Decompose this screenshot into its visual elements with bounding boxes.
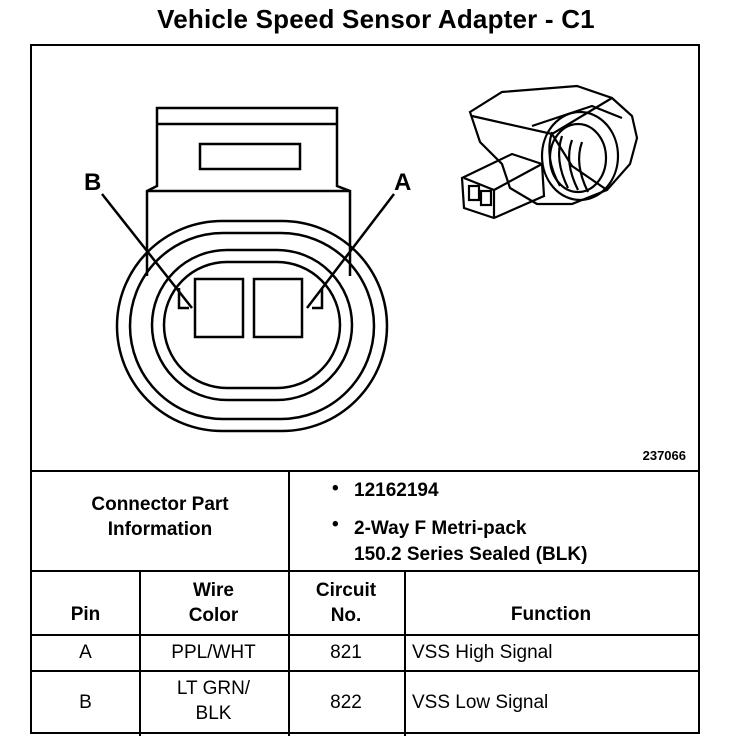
page-title: Vehicle Speed Sensor Adapter - C1 <box>157 4 595 34</box>
divider-info <box>288 470 290 570</box>
leader-line-b <box>101 193 193 309</box>
connector-isometric-view <box>460 84 639 220</box>
header-function: Function <box>510 604 592 625</box>
connector-description-line2: 150.2 Series Sealed (BLK) <box>354 544 588 565</box>
divider-row <box>32 670 698 672</box>
row-b-pin: B <box>79 692 92 713</box>
row-b-wire-line2: BLK <box>195 703 232 724</box>
leader-line-a <box>306 193 395 309</box>
connector-seal-inner <box>162 260 342 390</box>
bullet-1: • <box>332 478 339 499</box>
pin-label-b: B <box>84 169 101 196</box>
connector-seal <box>150 248 354 402</box>
connector-housing-outer <box>115 219 389 433</box>
pin-label-a: A <box>394 169 411 196</box>
row-a-pin: A <box>79 642 92 663</box>
row-a-circuit: 821 <box>330 642 362 663</box>
terminal-cavity-a <box>252 277 304 339</box>
row-a-wire: PPL/WHT <box>171 642 256 663</box>
connector-description: 2-Way F Metri-pack 150.2 Series Sealed (… <box>354 516 587 568</box>
header-wire-color-line2: Color <box>188 605 239 626</box>
header-circuit-line2: No. <box>330 605 362 626</box>
col-divider-3 <box>404 570 406 736</box>
row-b-wire: LT GRN/ BLK <box>139 676 288 726</box>
divider-header <box>32 634 698 636</box>
row-b-circuit: 822 <box>330 692 362 713</box>
reference-number: 237066 <box>642 448 686 463</box>
divider-diagram <box>32 470 698 472</box>
connector-info-label-line2: Information <box>107 519 213 540</box>
notch-right <box>312 288 324 310</box>
header-wire-color-line1: Wire <box>192 580 234 601</box>
header-wire-color: Wire Color <box>139 578 288 628</box>
row-b-function: VSS Low Signal <box>412 692 549 713</box>
divider-table <box>32 570 698 572</box>
latch-window <box>198 142 302 171</box>
header-circuit-line1: Circuit <box>315 580 377 601</box>
header-circuit: Circuit No. <box>288 578 404 628</box>
col-divider-1 <box>139 570 141 736</box>
bullet-2: • <box>332 514 339 535</box>
terminal-cavity-b <box>193 277 245 339</box>
row-a-function: VSS High Signal <box>412 642 553 663</box>
connector-diagram: B A <box>84 84 639 433</box>
connector-housing-mid <box>128 231 376 421</box>
row-b-wire-line1: LT GRN/ <box>176 678 251 699</box>
part-number: 12162194 <box>354 480 439 501</box>
header-pin: Pin <box>70 604 101 625</box>
connector-frame: B A 237066 Connector Part Information <box>30 44 700 736</box>
connector-info-label: Connector Part Information <box>32 492 288 542</box>
connector-description-line1: 2-Way F Metri-pack <box>354 518 527 539</box>
col-divider-2 <box>288 570 290 736</box>
notch-left <box>177 288 189 310</box>
connector-info-label-line1: Connector Part <box>91 494 229 515</box>
